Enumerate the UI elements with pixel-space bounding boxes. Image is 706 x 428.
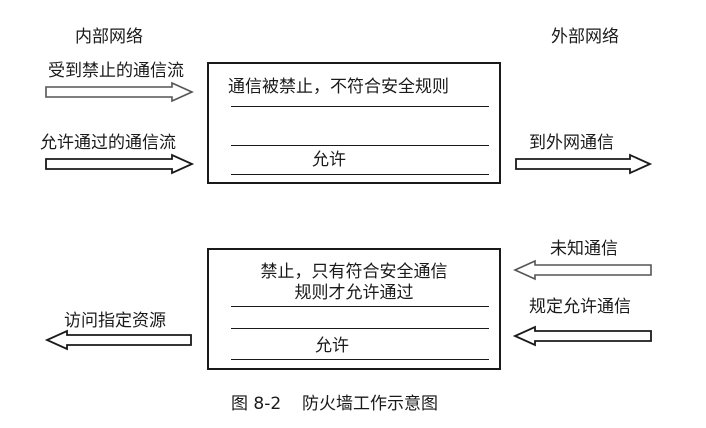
inbound-rule-line (231, 306, 489, 307)
outbound-rule-line (231, 106, 489, 107)
outbound-allow-text: 允许 (312, 150, 346, 170)
rule-allowed-traffic-arrow (512, 325, 652, 347)
unknown-traffic-arrow (513, 259, 652, 281)
access-resource-arrow (44, 329, 192, 351)
inbound-rule-text-line2: 规则才允许通过 (294, 283, 414, 303)
outbound-firewall-box (207, 62, 501, 184)
to-external-label: 到外网通信 (529, 133, 614, 153)
inbound-allow-line-bottom (231, 359, 489, 360)
rule-allowed-traffic-label: 规定允许通信 (529, 297, 631, 317)
allowed-traffic-arrow (45, 153, 195, 175)
blocked-traffic-label: 受到禁止的通信流 (48, 61, 184, 81)
inbound-rule-text-line1: 禁止，只有符合安全通信 (260, 262, 448, 282)
figure-title: 防火墙工作示意图 (302, 394, 438, 414)
blocked-traffic-arrow (45, 81, 194, 103)
external-network-label: 外部网络 (551, 27, 619, 47)
internal-network-label: 内部网络 (75, 27, 143, 47)
figure-number: 图 8-2 (231, 394, 282, 414)
inbound-allow-line-top (231, 328, 489, 329)
unknown-traffic-label: 未知通信 (550, 239, 618, 259)
outbound-allow-line-top (231, 145, 489, 146)
outbound-allow-line-bottom (231, 174, 489, 175)
inbound-firewall-box (207, 248, 501, 370)
access-resource-label: 访问指定资源 (64, 311, 166, 331)
inbound-allow-text: 允许 (315, 336, 349, 356)
allowed-traffic-label: 允许通过的通信流 (40, 133, 176, 153)
to-external-arrow (515, 153, 653, 175)
outbound-rule-text: 通信被禁止，不符合安全规则 (228, 77, 449, 97)
